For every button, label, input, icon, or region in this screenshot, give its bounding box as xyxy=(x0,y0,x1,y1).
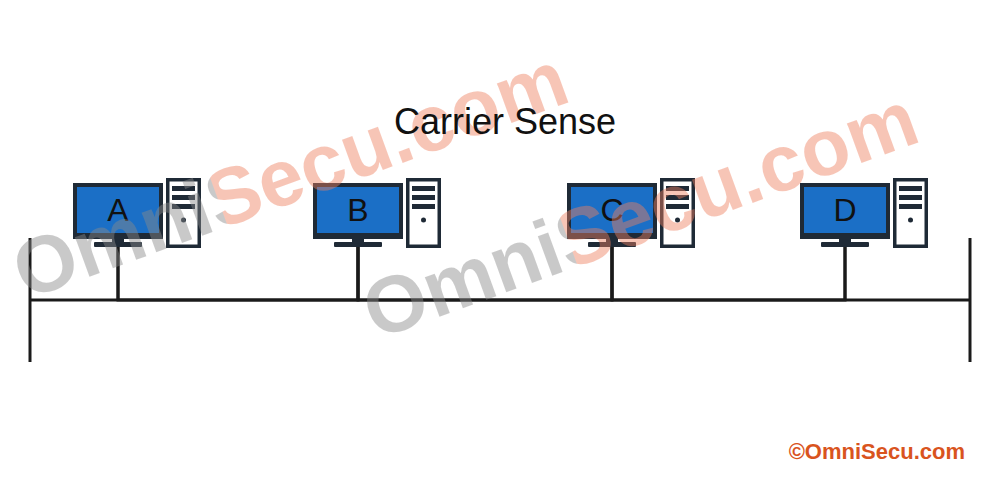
copyright-note: ©OmniSecu.com xyxy=(789,439,965,465)
diagram-title: Carrier Sense xyxy=(394,101,616,143)
bus-terminator xyxy=(969,238,972,362)
computer-label: D xyxy=(833,194,856,226)
